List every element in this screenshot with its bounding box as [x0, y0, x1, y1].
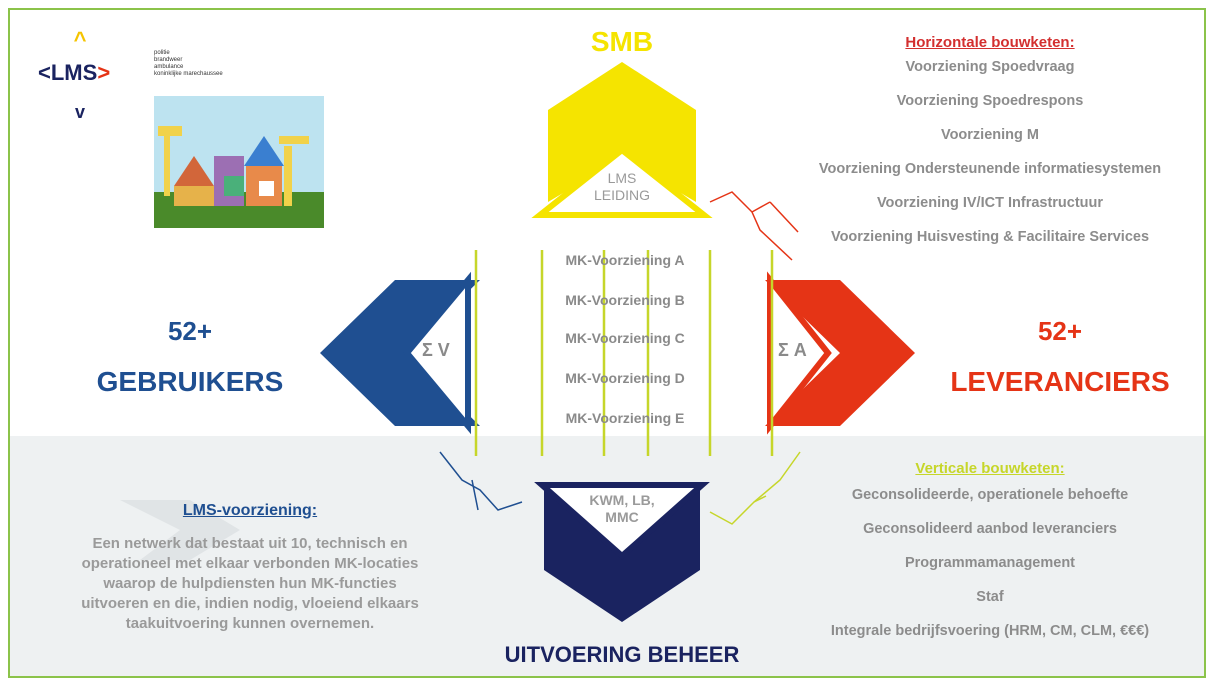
- sigma-a-label: Σ A: [778, 340, 807, 360]
- lms-voorziening-title: LMS-voorziening:: [182, 502, 318, 519]
- mk-item: MK-Voorziening E: [565, 410, 685, 426]
- horizontal-bouwketen: Horizontale bouwketen: Voorziening Spoed…: [780, 34, 1200, 263]
- houses-illustration-image: [154, 96, 324, 228]
- diagram-frame: ^ <LMS> v politie brandweer ambulance ko…: [8, 8, 1206, 678]
- vertical-item: Staf: [976, 589, 1004, 605]
- uitvoering-beheer-label: UITVOERING BEHEER: [504, 642, 740, 667]
- lms-voorziening-line: operationeel met elkaar verbonden MK-loc…: [81, 555, 419, 572]
- lms-logo-text: LMS: [50, 60, 98, 85]
- green-bracket: [709, 451, 801, 525]
- red-bracket: [709, 191, 799, 261]
- gebruikers-count: 52+: [167, 316, 213, 346]
- horizontal-title: Horizontale bouwketen:: [905, 34, 1075, 51]
- vertical-title: Verticale bouwketen:: [915, 460, 1065, 477]
- mk-item: MK-Voorziening D: [565, 370, 685, 386]
- vertical-bouwketen: Verticale bouwketen: Geconsolideerde, op…: [790, 460, 1190, 657]
- horizontal-item: Voorziening Spoedvraag: [905, 59, 1075, 75]
- diagram-shapes: [120, 62, 915, 622]
- horizontal-item: Voorziening Huisvesting & Facilitaire Se…: [830, 229, 1150, 245]
- vertical-item: Programmamanagement: [904, 555, 1076, 571]
- smb-label: SMB: [590, 26, 654, 57]
- vertical-item: Geconsolideerd aanbod leveranciers: [863, 521, 1117, 537]
- smb-chevron: [548, 62, 696, 202]
- kwm-label: KWM, LB, MMC: [589, 492, 655, 525]
- mk-item: MK-Voorziening B: [565, 292, 685, 308]
- horizontal-item: Voorziening Ondersteunende informatiesys…: [818, 161, 1162, 177]
- mk-lines: [472, 274, 780, 432]
- lms-voorziening-line: taakuitvoering kunnen overnemen.: [125, 615, 375, 632]
- leveranciers-count: 52+: [1037, 316, 1083, 346]
- kwm-triangle: [534, 482, 710, 561]
- lms-voorziening-line: Een netwerk dat bestaat uit 10, technisc…: [92, 535, 408, 552]
- leveranciers-label: LEVERANCIERS: [950, 366, 1170, 397]
- mk-item: MK-Voorziening C: [565, 330, 685, 346]
- lms-voorziening-line: waarop de hulpdiensten hun MK-functies: [103, 575, 397, 592]
- horizontal-item: Voorziening Spoedrespons: [896, 93, 1084, 109]
- lms-logo: <LMS>: [38, 60, 111, 85]
- lms-leiding-triangle: [531, 146, 713, 218]
- vertical-item: Integrale bedrijfsvoering (HRM, CM, CLM,…: [830, 623, 1150, 639]
- lms-voorziening-line: uitvoeren en die, indien nodig, vloeiend…: [81, 595, 419, 612]
- faint-arrow: [120, 500, 240, 560]
- horizontal-item: Voorziening M: [940, 127, 1039, 143]
- logo-subtext: politie brandweer ambulance koninklijke …: [154, 50, 223, 77]
- vertical-item: Geconsolideerde, operationele behoefte: [851, 487, 1129, 503]
- gebruikers-label: GEBRUIKERS: [96, 366, 284, 397]
- vertical-lines: [474, 250, 774, 456]
- chevron-down-icon: v: [74, 102, 85, 122]
- horizontal-item: Voorziening IV/ICT Infrastructuur: [876, 195, 1104, 211]
- sigma-v-label: Σ V: [422, 340, 450, 360]
- sigma-v-triangle: [403, 271, 471, 435]
- lms-leiding-label: LMS LEIDING: [593, 170, 650, 203]
- lms-voorziening: LMS-voorziening: Een netwerk dat bestaat…: [50, 502, 450, 634]
- chevron-up-icon: ^: [73, 27, 87, 52]
- mk-item: MK-Voorziening A: [565, 252, 685, 268]
- blue-bracket: [439, 451, 523, 511]
